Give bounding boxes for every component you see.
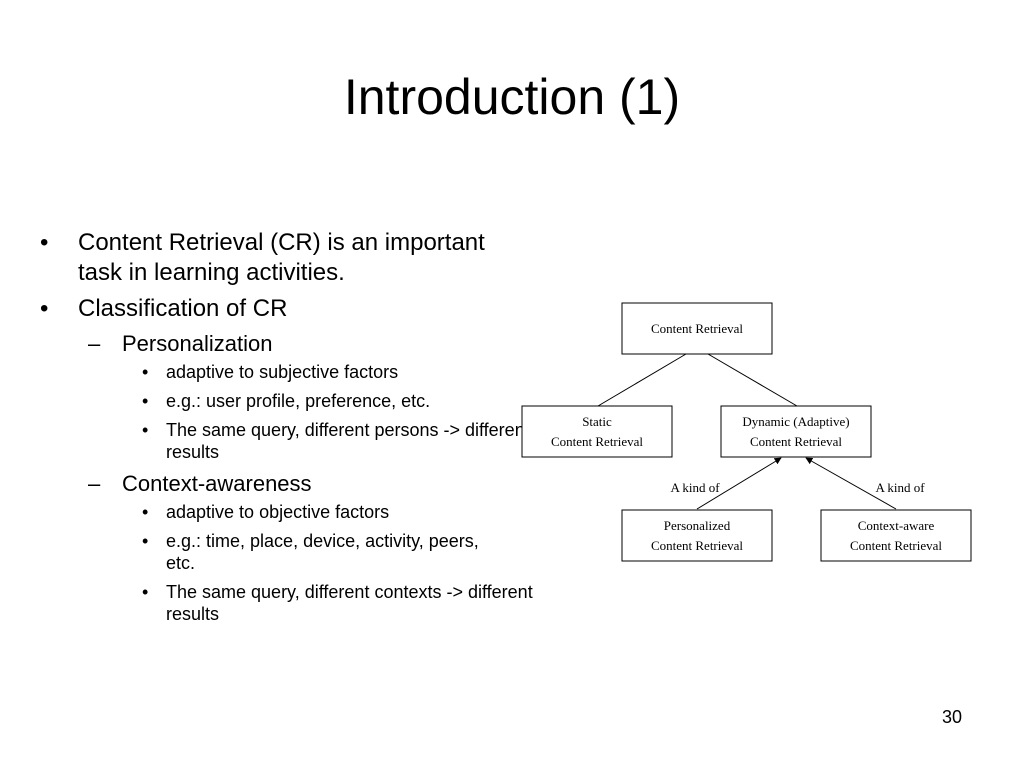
bullet-text: Content Retrieval (CR) is an important t… (78, 229, 485, 286)
bullet-marker: • (142, 531, 149, 551)
sub-sub-bullet-text: adaptive to objective factors (166, 502, 390, 522)
bullet-item: • Content Retrieval (CR) is an important… (36, 228, 536, 288)
sub-sub-bullet-item: • The same query, different contexts -> … (36, 581, 536, 625)
node-content-retrieval: Content Retrieval (621, 302, 773, 355)
sub-sub-bullet-text: adaptive to subjective factors (166, 362, 399, 382)
bullet-marker: • (142, 582, 149, 602)
node-label: Content Retrieval (551, 434, 643, 449)
bullet-marker: • (142, 362, 149, 382)
dash-marker: – (88, 331, 101, 356)
bullet-marker: • (40, 295, 49, 322)
bullet-item: • Classification of CR (36, 294, 536, 324)
bullet-marker: • (142, 420, 149, 440)
slide-title: Introduction (1) (343, 69, 681, 125)
sub-sub-bullet-text: The same query, different persons -> dif… (166, 420, 530, 462)
edge-context-dynamic (805, 457, 897, 510)
node-context-aware-content-retrieval: Context-aware Content Retrieval (820, 509, 972, 562)
dash-marker: – (88, 471, 101, 496)
sub-sub-bullet-text: The same query, different contexts -> di… (166, 582, 533, 624)
node-static-content-retrieval: Static Content Retrieval (521, 405, 673, 458)
node-personalized-content-retrieval: Personalized Content Retrieval (621, 509, 773, 562)
node-label: Content Retrieval (651, 538, 743, 553)
node-label: Content Retrieval (750, 434, 842, 449)
page-number: 30 (941, 707, 962, 727)
sub-sub-bullet-text: e.g.: user profile, preference, etc. (166, 391, 431, 411)
sub-sub-bullet-item: • e.g.: user profile, preference, etc. (36, 390, 536, 412)
sub-sub-bullet-text: e.g.: time, place, device, activity, pee… (166, 531, 479, 573)
bullet-marker: • (142, 502, 149, 522)
edge-personalized-dynamic (696, 457, 782, 510)
node-label: Static (582, 414, 612, 429)
sub-sub-bullet-item: • adaptive to subjective factors (36, 361, 536, 383)
edge-label-right: A kind of (875, 480, 925, 495)
bullet-marker: • (40, 229, 49, 256)
node-label: Content Retrieval (651, 321, 743, 336)
node-label: Personalized (664, 518, 731, 533)
edge-label-left: A kind of (670, 480, 720, 495)
edge-root-dynamic (707, 353, 798, 407)
sub-bullet-text: Context-awareness (122, 471, 312, 496)
sub-sub-bullet-item: • adaptive to objective factors (36, 501, 536, 523)
sub-bullet-item: – Context-awareness (36, 470, 536, 498)
edge-root-static (597, 353, 687, 407)
sub-bullet-text: Personalization (122, 331, 273, 356)
bullet-list: • Content Retrieval (CR) is an important… (36, 228, 536, 632)
node-dynamic-content-retrieval: Dynamic (Adaptive) Content Retrieval (720, 405, 872, 458)
sub-sub-bullet-item: • e.g.: time, place, device, activity, p… (36, 530, 536, 574)
bullet-text: Classification of CR (78, 295, 288, 322)
node-label: Context-aware (858, 518, 935, 533)
sub-bullet-item: – Personalization (36, 330, 536, 358)
node-label: Dynamic (Adaptive) (742, 414, 849, 429)
node-label: Content Retrieval (850, 538, 942, 553)
bullet-marker: • (142, 391, 149, 411)
sub-sub-bullet-item: • The same query, different persons -> d… (36, 419, 536, 463)
